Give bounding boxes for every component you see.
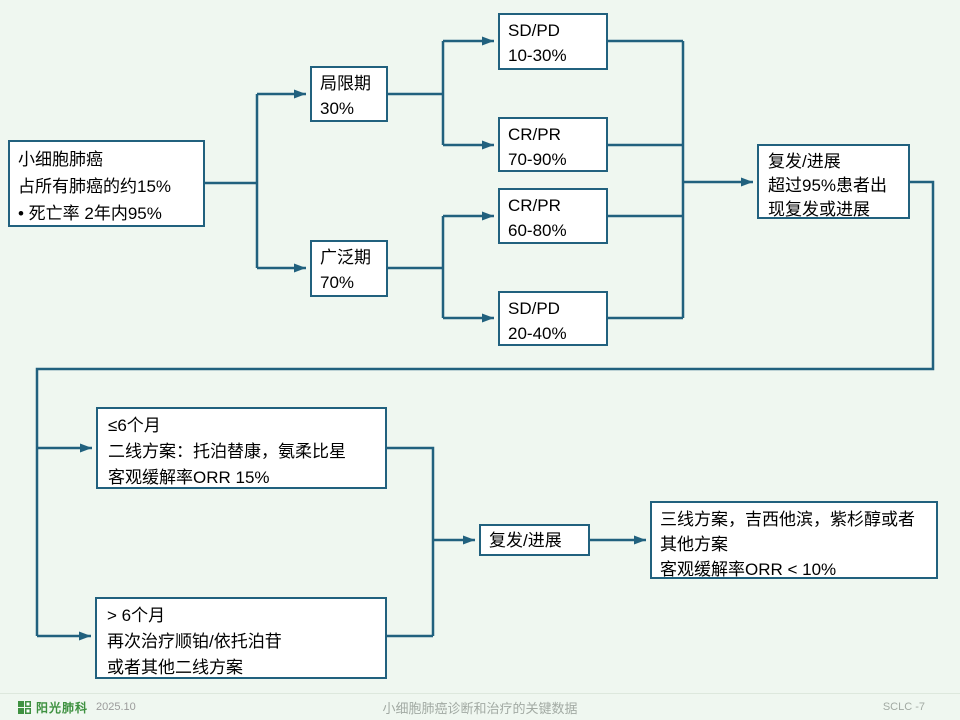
node-text-line: 70-90%: [508, 150, 567, 169]
sunshine-lung-logo-icon: [18, 700, 31, 714]
node-crpr-extensive: CR/PR 60-80%: [498, 188, 608, 244]
node-text-line: 或者其他二线方案: [107, 658, 243, 677]
node-text-line: CR/PR: [508, 125, 561, 144]
node-text-line: 二线方案：托泊替康，氨柔比星: [108, 442, 346, 461]
node-extensive-stage: 广泛期 70%: [310, 240, 388, 297]
node-text-line: SD/PD: [508, 299, 560, 318]
node-le-6-months: ≤6个月 二线方案：托泊替康，氨柔比星 客观缓解率ORR 15%: [96, 407, 387, 489]
node-relapse-progression: 复发/进展 超过95%患者出现复发或进展: [757, 144, 910, 219]
node-text-line: 70%: [320, 273, 355, 292]
node-text-line: 客观缓解率ORR < 10%: [660, 560, 837, 579]
node-relapse-progression-2: 复发/进展: [479, 524, 590, 556]
node-text-line: 局限期: [320, 74, 371, 93]
node-third-line-therapy: 三线方案，吉西他滨，紫杉醇或者其他方案 客观缓解率ORR < 10%: [650, 501, 938, 579]
node-text-line: 超过95%患者出现复发或进展: [768, 176, 888, 219]
node-text-line: 复发/进展: [489, 531, 562, 550]
node-text-line: 小细胞肺癌: [18, 150, 103, 169]
connector-le6-out: [387, 446, 435, 636]
node-sclc-overview: 小细胞肺癌 占所有肺癌的约15% • 死亡率 2年内95%: [8, 140, 205, 227]
node-text-line: 再次治疗顺铂/依托泊苷: [107, 632, 282, 651]
connector-relapse-loop: [35, 180, 935, 636]
node-text-line: 60-80%: [508, 221, 567, 240]
node-text-line: 30%: [320, 99, 355, 118]
node-text-line: 10-30%: [508, 46, 567, 65]
footer-title: 小细胞肺癌诊断和治疗的关键数据: [382, 700, 578, 716]
node-text-line: 占所有肺癌的约15%: [18, 177, 172, 196]
footer-brand: 阳光肺科: [36, 700, 89, 715]
node-crpr-limited: CR/PR 70-90%: [498, 117, 608, 172]
node-text-line: • 死亡率 2年内95%: [18, 204, 162, 223]
node-limited-stage: 局限期 30%: [310, 66, 388, 122]
footer-date: 2025.10: [96, 701, 136, 713]
footer-brand-group: 阳光肺科 2025.10: [18, 699, 136, 716]
node-sdpd-limited: SD/PD 10-30%: [498, 13, 608, 70]
node-text-line: 客观缓解率ORR 15%: [108, 468, 270, 487]
node-gt-6-months: > 6个月 再次治疗顺铂/依托泊苷 或者其他二线方案: [95, 597, 387, 679]
node-text-line: > 6个月: [107, 606, 166, 625]
node-text-line: 三线方案，吉西他滨，紫杉醇或者其他方案: [660, 510, 915, 554]
node-text-line: 广泛期: [320, 248, 371, 267]
node-text-line: ≤6个月: [108, 416, 161, 435]
footer: 阳光肺科 2025.10 小细胞肺癌诊断和治疗的关键数据 SCLC -7: [0, 693, 960, 720]
footer-page-number: SCLC -7: [882, 701, 925, 713]
node-text-line: 20-40%: [508, 324, 567, 343]
node-text-line: CR/PR: [508, 196, 561, 215]
node-text-line: 复发/进展: [768, 152, 841, 171]
node-text-line: SD/PD: [508, 21, 560, 40]
node-sdpd-extensive: SD/PD 20-40%: [498, 291, 608, 346]
